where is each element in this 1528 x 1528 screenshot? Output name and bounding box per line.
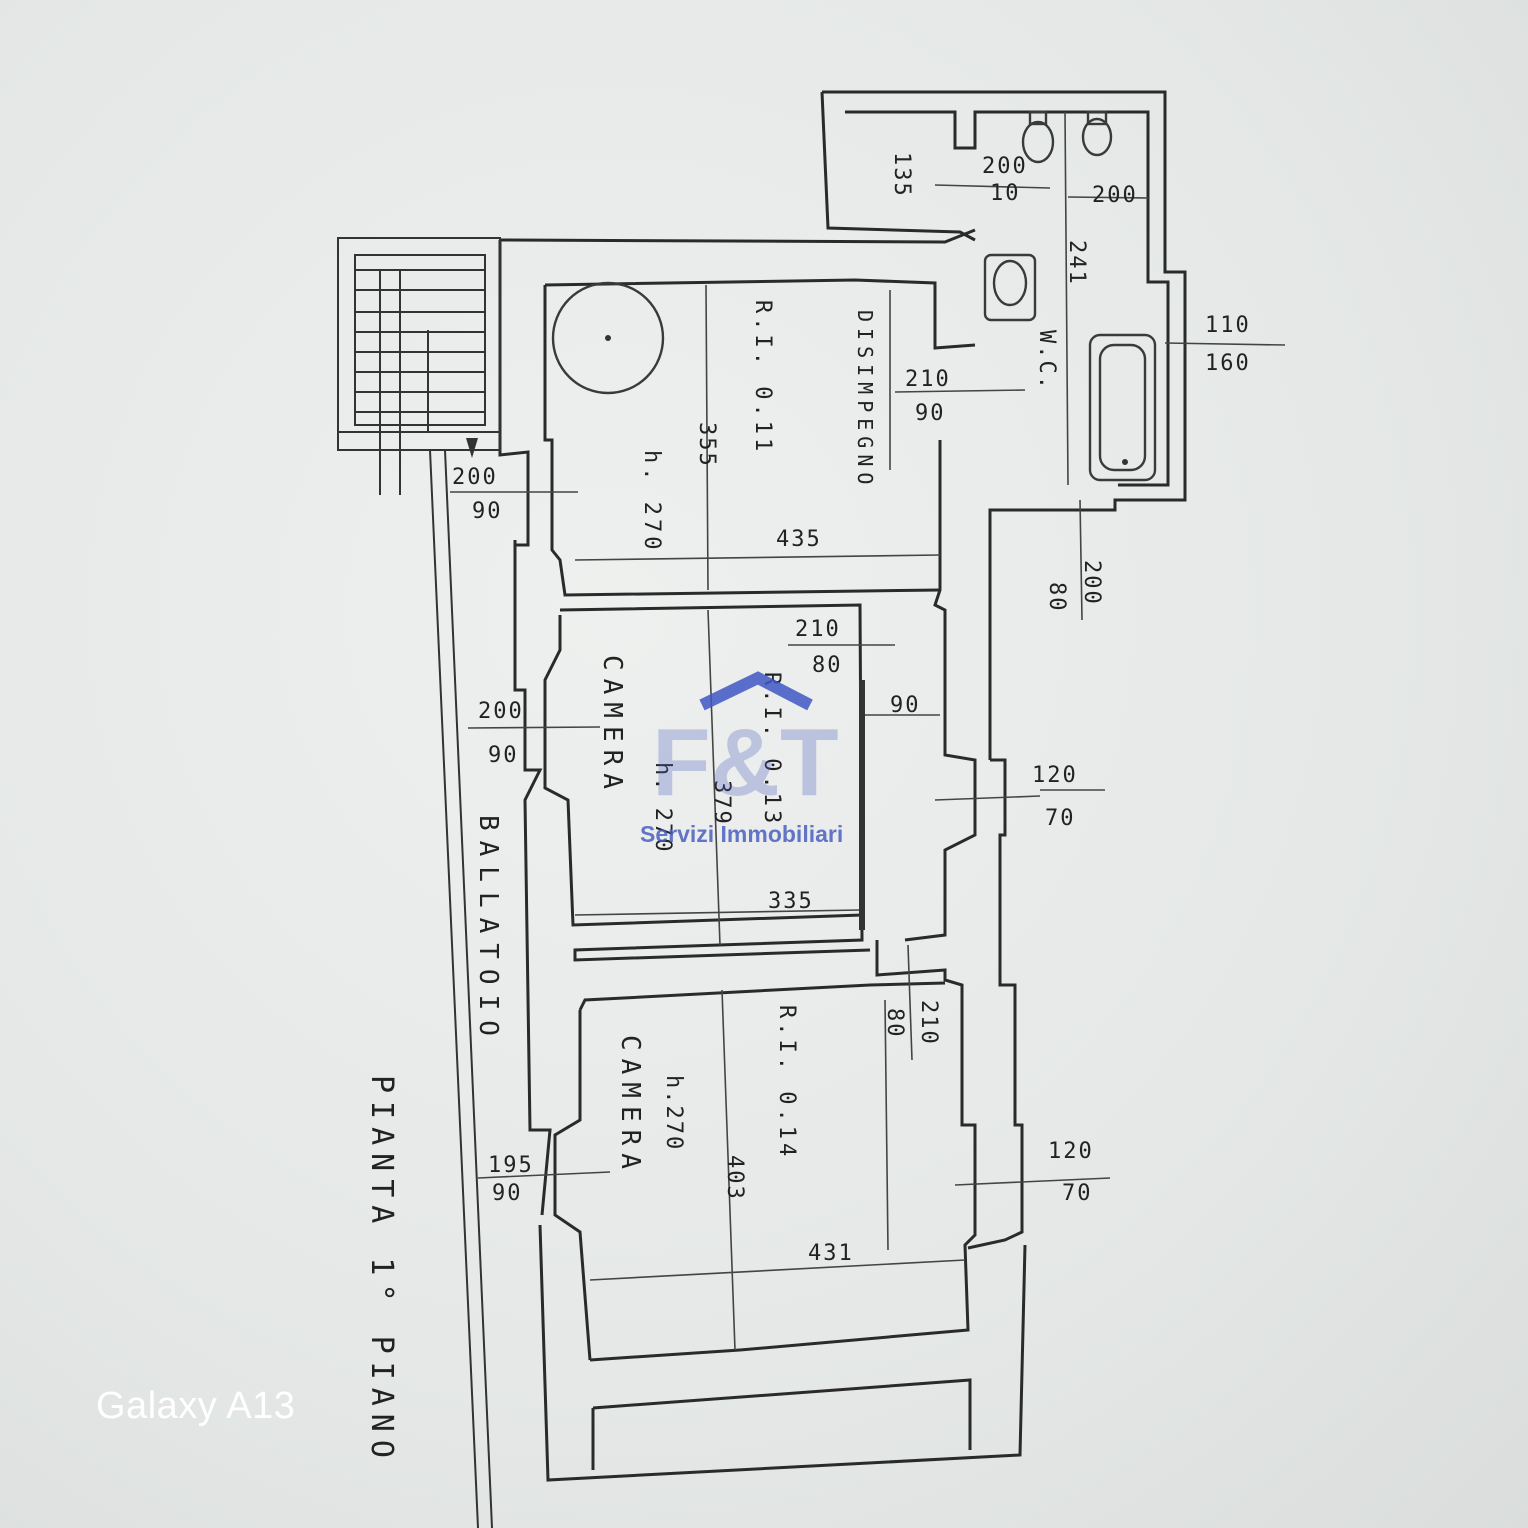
opening-labels: 200 10 110 160 210 90 200 90 200 80 210 … bbox=[452, 154, 1251, 1206]
opening-6-bottom: 80 bbox=[812, 653, 843, 678]
ripostiglio-dim: 135 bbox=[889, 152, 914, 198]
opening-8-bottom: 90 bbox=[488, 743, 519, 768]
ballatoio-edge bbox=[429, 449, 493, 1528]
disimpegno-label: DISIMPEGNO bbox=[853, 310, 877, 490]
room-011-dim-a: 355 bbox=[694, 422, 719, 468]
opening-3-top: 210 bbox=[905, 367, 951, 392]
opening-5-top: 200 bbox=[1079, 560, 1104, 606]
opening-9-bottom: 70 bbox=[1045, 806, 1076, 831]
opening-2-top: 110 bbox=[1205, 313, 1251, 338]
ballatoio-label: BALLATOIO bbox=[473, 815, 503, 1046]
camera-013-dim-a: 379 bbox=[709, 780, 734, 826]
watermark-subtitle: Servizi Immobiliari bbox=[640, 821, 843, 847]
opening-9-top: 120 bbox=[1032, 763, 1078, 788]
opening-1-top: 200 bbox=[982, 154, 1028, 179]
opening-5-bottom: 80 bbox=[1044, 582, 1069, 613]
camera-014-dim-a: 403 bbox=[722, 1155, 747, 1201]
camera-013-label: CAMERA bbox=[597, 655, 627, 797]
opening-2-bottom: 160 bbox=[1205, 351, 1251, 376]
camera-014-height: h.270 bbox=[661, 1075, 686, 1151]
camera-013-ri: R.I. 0.13 bbox=[759, 672, 784, 827]
room-011-ri: R.I. 0.11 bbox=[750, 300, 775, 455]
wc-label: W.C. bbox=[1034, 330, 1059, 391]
opening-1-bottom: 10 bbox=[990, 181, 1021, 206]
room-011-dim-b: 435 bbox=[776, 527, 822, 552]
opening-7-bottom: 90 bbox=[890, 693, 921, 718]
camera-014-dim-b: 431 bbox=[808, 1241, 854, 1266]
camera-013-dim-b: 335 bbox=[768, 889, 814, 914]
opening-8-top: 200 bbox=[478, 699, 524, 724]
opening-12-top: 120 bbox=[1048, 1139, 1094, 1164]
room-labels: 135 200 241 W.C. DISIMPEGNO R.I. 0.11 35… bbox=[364, 152, 1138, 1466]
opening-3-bottom: 90 bbox=[915, 401, 946, 426]
camera-014-label: CAMERA bbox=[615, 1035, 645, 1177]
bathroom-fixtures bbox=[551, 110, 1157, 482]
opening-4-top: 200 bbox=[452, 465, 498, 490]
opening-10-bottom: 80 bbox=[882, 1008, 907, 1039]
opening-11-bottom: 90 bbox=[492, 1181, 523, 1206]
dimension-lines bbox=[450, 111, 1286, 1351]
opening-10-top: 210 bbox=[916, 1000, 941, 1046]
opening-11-top: 195 bbox=[488, 1153, 534, 1178]
opening-6-top: 210 bbox=[795, 617, 841, 642]
opening-4-bottom: 90 bbox=[472, 499, 503, 524]
wc-dim-a: 200 bbox=[1092, 183, 1138, 208]
camera-013-height: h. 270 bbox=[650, 762, 675, 853]
staircase bbox=[337, 237, 501, 495]
room-011-height: h. 270 bbox=[639, 450, 664, 553]
watermark-brand: F&T bbox=[652, 709, 839, 816]
wc-dim-b: 241 bbox=[1064, 240, 1089, 286]
agency-watermark: F&T Servizi Immobiliari bbox=[640, 671, 843, 847]
camera-watermark: Galaxy A13 bbox=[96, 1385, 296, 1427]
opening-12-bottom: 70 bbox=[1062, 1181, 1093, 1206]
camera-014-ri: R.I. 0.14 bbox=[774, 1005, 799, 1160]
plan-title: PIANTA 1° PIANO bbox=[364, 1075, 399, 1466]
